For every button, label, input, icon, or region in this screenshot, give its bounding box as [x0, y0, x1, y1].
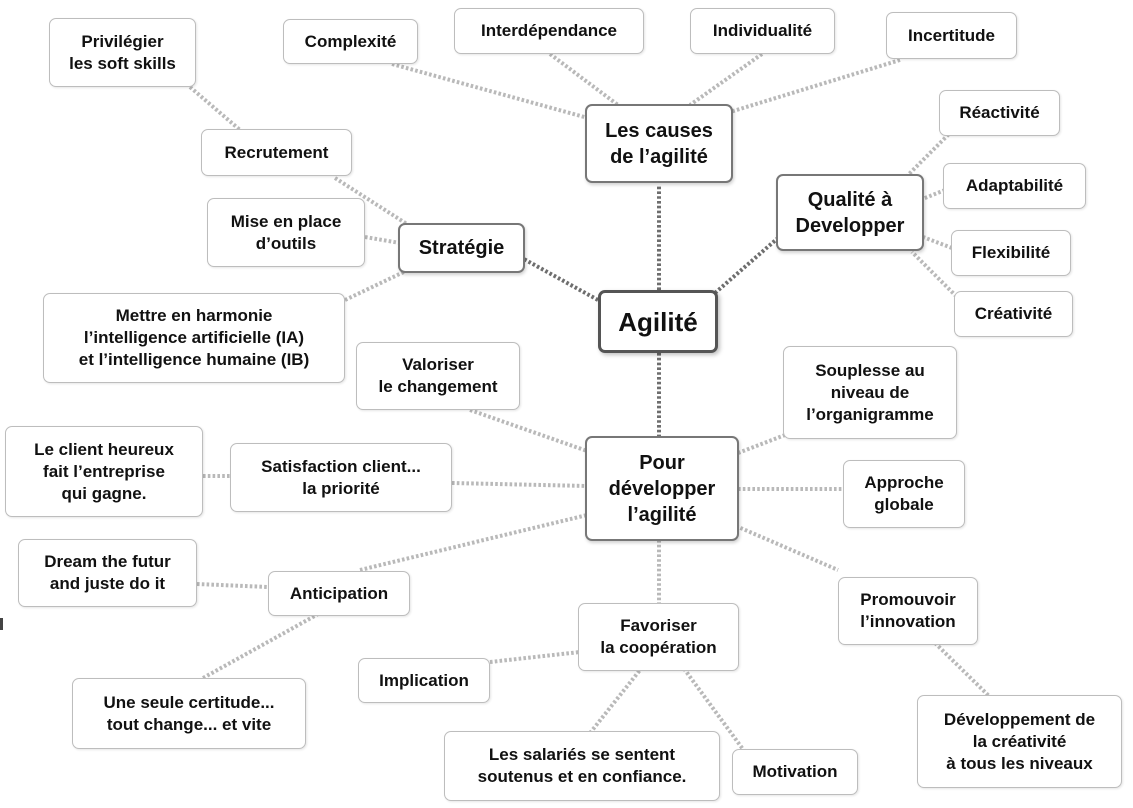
connector-satisfaction	[451, 481, 588, 488]
node-implication[interactable]: Implication	[358, 658, 490, 703]
node-mettre-en-harmonie[interactable]: Mettre en harmonie l’intelligence artifi…	[43, 293, 345, 383]
connector-recrutement	[333, 176, 412, 228]
node-promouvoir-innovation[interactable]: Promouvoir l’innovation	[838, 577, 978, 645]
node-recrutement[interactable]: Recrutement	[201, 129, 352, 176]
node-salaries-soutenus[interactable]: Les salariés se sentent soutenus et en c…	[444, 731, 720, 801]
connector-promouvoir	[735, 524, 839, 572]
connector-outils	[364, 235, 401, 245]
connector-individualite	[688, 52, 764, 107]
connector-motivation	[683, 668, 747, 754]
connector-harmonie	[344, 268, 409, 302]
node-complexite[interactable]: Complexité	[283, 19, 418, 64]
node-mise-en-place-outils[interactable]: Mise en place d’outils	[207, 198, 365, 267]
connector-center-qualite	[713, 236, 780, 295]
connector-interdependance	[548, 52, 620, 107]
node-creativite[interactable]: Créativité	[954, 291, 1073, 337]
connector-flexibilite	[922, 235, 953, 250]
connector-privilegier	[188, 85, 242, 132]
node-valoriser-changement[interactable]: Valoriser le changement	[356, 342, 520, 410]
node-client-heureux[interactable]: Le client heureux fait l’entreprise qui …	[5, 426, 203, 517]
node-privilegier-soft-skills[interactable]: Privilégier les soft skills	[49, 18, 196, 87]
connector-complexite	[391, 62, 589, 120]
node-adaptabilite[interactable]: Adaptabilité	[943, 163, 1086, 209]
node-satisfaction-client[interactable]: Satisfaction client... la priorité	[230, 443, 452, 512]
node-flexibilite[interactable]: Flexibilité	[951, 230, 1071, 276]
connector-valoriser	[469, 408, 591, 454]
node-dream-the-futur[interactable]: Dream the futur and juste do it	[18, 539, 197, 607]
edge-mark	[0, 618, 3, 630]
connector-creativite	[910, 250, 962, 302]
connector-anticipation	[359, 513, 588, 572]
node-qualite-a-developper[interactable]: Qualité à Developper	[776, 174, 924, 251]
connector-souplesse	[737, 433, 786, 455]
connector-center-strategie	[521, 256, 599, 302]
connector-reactivite	[903, 129, 954, 180]
node-individualite[interactable]: Individualité	[690, 8, 835, 54]
node-reactivite[interactable]: Réactivité	[939, 90, 1060, 136]
node-approche-globale[interactable]: Approche globale	[843, 460, 965, 528]
connector-salaries	[588, 668, 642, 735]
connector-implication	[489, 650, 581, 664]
node-une-seule-certitude[interactable]: Une seule certitude... tout change... et…	[72, 678, 306, 749]
connector-dream	[196, 582, 269, 589]
connector-incertitude	[729, 58, 901, 114]
center-node-agilite[interactable]: Agilité	[598, 290, 718, 353]
node-les-causes[interactable]: Les causes de l’agilité	[585, 104, 733, 183]
connector-certitude	[202, 611, 321, 680]
node-motivation[interactable]: Motivation	[732, 749, 858, 795]
node-interdependance[interactable]: Interdépendance	[454, 8, 644, 54]
node-pour-developper[interactable]: Pour développer l’agilité	[585, 436, 739, 541]
node-favoriser-cooperation[interactable]: Favoriser la coopération	[578, 603, 739, 671]
node-souplesse-organigramme[interactable]: Souplesse au niveau de l’organigramme	[783, 346, 957, 439]
node-developpement-creativite[interactable]: Développement de la créativité à tous le…	[917, 695, 1122, 788]
node-strategie[interactable]: Stratégie	[398, 223, 525, 273]
connector-developpement	[933, 641, 992, 699]
node-incertitude[interactable]: Incertitude	[886, 12, 1017, 59]
node-anticipation[interactable]: Anticipation	[268, 571, 410, 616]
